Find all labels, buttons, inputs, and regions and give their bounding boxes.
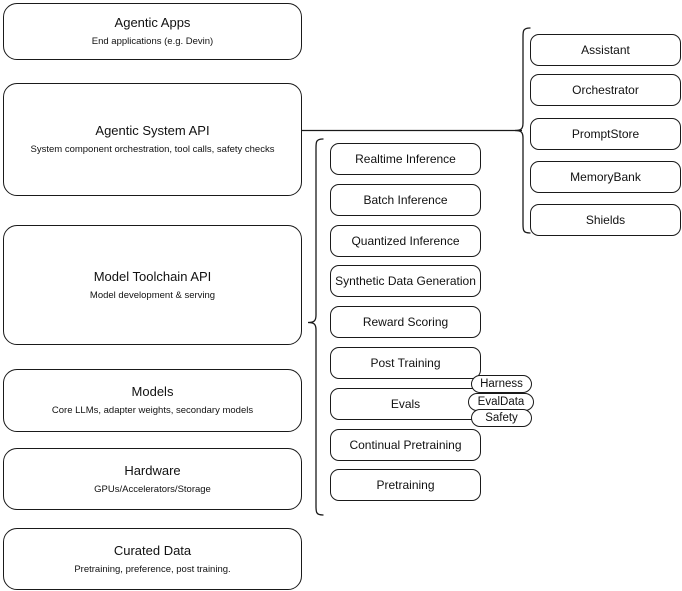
component-label: Evals bbox=[390, 397, 421, 411]
component-orchestrator[interactable]: Orchestrator bbox=[530, 74, 681, 106]
layer-subtitle: End applications (e.g. Devin) bbox=[91, 36, 214, 47]
component-shields[interactable]: Shields bbox=[530, 204, 681, 236]
component-label: Post Training bbox=[370, 356, 441, 370]
layer-subtitle: Core LLMs, adapter weights, secondary mo… bbox=[51, 405, 254, 416]
component-synthetic-data-generation[interactable]: Synthetic Data Generation bbox=[330, 265, 481, 297]
connector-system-api-to-components bbox=[300, 120, 530, 146]
component-label: Synthetic Data Generation bbox=[335, 274, 476, 288]
component-reward-scoring[interactable]: Reward Scoring bbox=[330, 306, 481, 338]
badge-label: Safety bbox=[485, 412, 518, 424]
component-assistant[interactable]: Assistant bbox=[530, 34, 681, 66]
component-label: PromptStore bbox=[571, 127, 640, 141]
layer-agentic-system-api[interactable]: Agentic System API System component orch… bbox=[3, 83, 302, 196]
badge-label: EvalData bbox=[477, 396, 525, 408]
layer-subtitle: System component orchestration, tool cal… bbox=[30, 144, 275, 155]
component-realtime-inference[interactable]: Realtime Inference bbox=[330, 143, 481, 175]
component-label: Continual Pretraining bbox=[349, 438, 462, 452]
component-post-training[interactable]: Post Training bbox=[330, 347, 481, 379]
badge-safety[interactable]: Safety bbox=[471, 409, 532, 427]
brace-toolchain-components bbox=[300, 136, 326, 522]
component-batch-inference[interactable]: Batch Inference bbox=[330, 184, 481, 216]
component-label: Orchestrator bbox=[572, 83, 639, 97]
layer-title: Hardware bbox=[124, 462, 181, 478]
layer-title: Curated Data bbox=[113, 542, 192, 558]
brace-system-components bbox=[513, 26, 533, 242]
layer-subtitle: Pretraining, preference, post training. bbox=[74, 563, 231, 575]
layer-curated-data[interactable]: Curated Data Pretraining, preference, po… bbox=[3, 528, 302, 590]
layer-subtitle: GPUs/Accelerators/Storage bbox=[94, 483, 211, 495]
layer-agentic-apps[interactable]: Agentic Apps End applications (e.g. Devi… bbox=[3, 3, 302, 60]
component-continual-pretraining[interactable]: Continual Pretraining bbox=[330, 429, 481, 461]
layer-models[interactable]: Models Core LLMs, adapter weights, secon… bbox=[3, 369, 302, 432]
badge-harness[interactable]: Harness bbox=[471, 375, 532, 393]
component-quantized-inference[interactable]: Quantized Inference bbox=[330, 225, 481, 257]
layer-subtitle: Model development & serving bbox=[89, 289, 216, 301]
layer-title: Models bbox=[131, 384, 174, 399]
component-label: MemoryBank bbox=[570, 170, 641, 184]
layer-hardware[interactable]: Hardware GPUs/Accelerators/Storage bbox=[3, 448, 302, 510]
component-pretraining[interactable]: Pretraining bbox=[330, 469, 481, 501]
component-memorybank[interactable]: MemoryBank bbox=[530, 161, 681, 193]
component-label: Reward Scoring bbox=[362, 315, 449, 329]
component-label: Assistant bbox=[581, 43, 630, 57]
component-label: Quantized Inference bbox=[351, 234, 460, 248]
component-label: Shields bbox=[585, 213, 626, 227]
layer-title: Model Toolchain API bbox=[93, 268, 212, 284]
component-promptstore[interactable]: PromptStore bbox=[530, 118, 681, 150]
component-evals[interactable]: Evals bbox=[330, 388, 481, 420]
component-label: Pretraining bbox=[376, 478, 435, 492]
component-label: Batch Inference bbox=[363, 193, 448, 207]
layer-title: Agentic System API bbox=[95, 123, 210, 138]
badge-label: Harness bbox=[480, 378, 523, 390]
component-label: Realtime Inference bbox=[355, 152, 456, 166]
layer-title: Agentic Apps bbox=[114, 15, 191, 30]
layer-model-toolchain-api[interactable]: Model Toolchain API Model development & … bbox=[3, 225, 302, 345]
